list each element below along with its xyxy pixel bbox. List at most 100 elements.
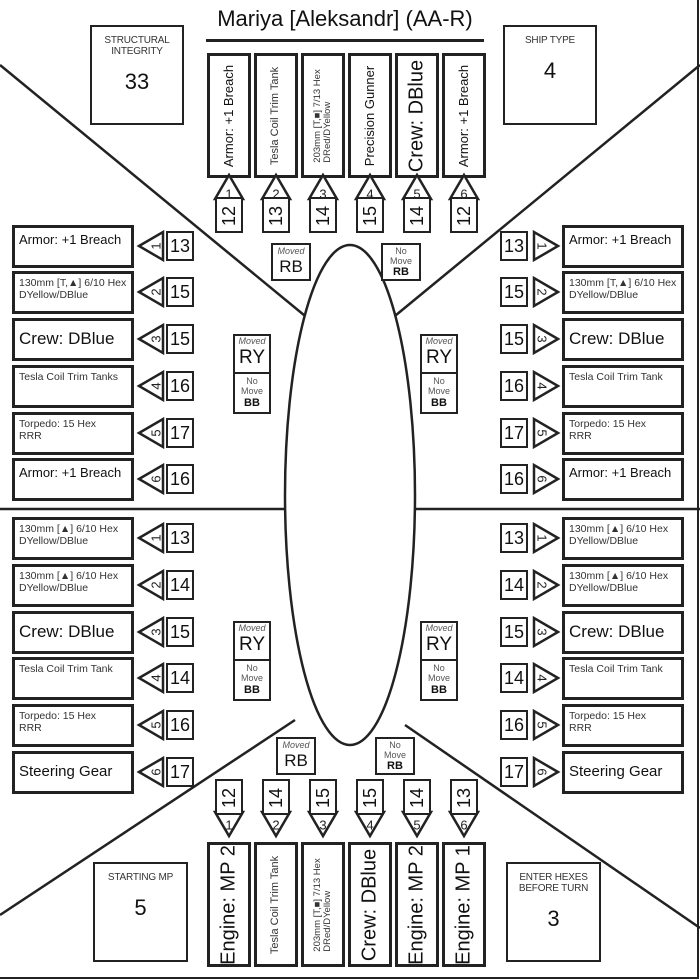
stern-roll-box-3[interactable]: 15 [309, 779, 337, 815]
starboard_fore-system-box-1[interactable]: Armor: +1 Breach [562, 225, 684, 268]
starboard_fore-system-box-4[interactable]: Tesla Coil Trim Tank [562, 365, 684, 408]
title-underline [206, 39, 484, 42]
slot-number: 2 [148, 581, 163, 588]
slot-number: 2 [272, 186, 279, 201]
starboard_fore-roll-box-6[interactable]: 16 [500, 464, 528, 494]
port_fore-system-box-1[interactable]: Armor: +1 Breach [12, 225, 134, 268]
starboard_aft-roll-box-6[interactable]: 17 [500, 757, 528, 787]
stern-roll-box-2[interactable]: 14 [262, 779, 290, 815]
bow-system-box-2[interactable]: Tesla Coil Trim Tank [254, 53, 298, 178]
starboard_aft-system-box-3[interactable]: Crew: DBlue [562, 611, 684, 654]
pointer-triangle [532, 521, 561, 555]
port_aft-roll-box-2[interactable]: 14 [166, 570, 194, 600]
port_aft-system-box-3[interactable]: Crew: DBlue [12, 611, 134, 654]
starboard_fore-roll-box-2[interactable]: 15 [500, 277, 528, 307]
bow-system-box-6[interactable]: Armor: +1 Breach [442, 53, 486, 178]
port_aft-roll-box-4[interactable]: 14 [166, 663, 194, 693]
port_fore-system-box-4[interactable]: Tesla Coil Trim Tanks [12, 365, 134, 408]
stern-system-box-6[interactable]: Engine: MP 1 [442, 842, 486, 967]
slot-number: 5 [148, 429, 163, 436]
port_aft-roll-box-5[interactable]: 16 [166, 710, 194, 740]
bow-system-label-4: Precision Gunner [362, 65, 378, 166]
bow-roll-box-3[interactable]: 14 [309, 197, 337, 233]
bow-roll-box-6[interactable]: 12 [450, 197, 478, 233]
bow-roll-box-5[interactable]: 14 [403, 197, 431, 233]
starboard_aft-roll-box-2[interactable]: 14 [500, 570, 528, 600]
starboard_fore-system-box-3[interactable]: Crew: DBlue [562, 318, 684, 361]
starboard_aft-system-box-4[interactable]: Tesla Coil Trim Tank [562, 657, 684, 700]
bow-system-box-5[interactable]: Crew: DBlue [395, 53, 439, 178]
starboard_aft-roll-box-3[interactable]: 15 [500, 617, 528, 647]
stern-system-box-5[interactable]: Engine: MP 2 [395, 842, 439, 967]
bow-system-box-1[interactable]: Armor: +1 Breach [207, 53, 251, 178]
starboard_fore-roll-box-3[interactable]: 15 [500, 324, 528, 354]
starboard_fore-slot-pointer-5: 5 [532, 416, 561, 450]
starboard_aft-roll-box-4[interactable]: 14 [500, 663, 528, 693]
starboard_fore-roll-box-5[interactable]: 17 [500, 418, 528, 448]
stern-system-box-2[interactable]: Tesla Coil Trim Tank [254, 842, 298, 967]
bow-system-box-4[interactable]: Precision Gunner [348, 53, 392, 178]
bow-roll-box-4[interactable]: 15 [356, 197, 384, 233]
port_aft-roll-box-6[interactable]: 17 [166, 757, 194, 787]
starboard_aft-roll-box-5[interactable]: 16 [500, 710, 528, 740]
port_aft-system-box-4[interactable]: Tesla Coil Trim Tank [12, 657, 134, 700]
starboard_aft-roll-box-1[interactable]: 13 [500, 523, 528, 553]
stern-roll-box-6[interactable]: 13 [450, 779, 478, 815]
port_aft-system-box-6[interactable]: Steering Gear [12, 751, 134, 794]
stern-system-box-1[interactable]: Engine: MP 2 [207, 842, 251, 967]
stern-roll-box-5[interactable]: 14 [403, 779, 431, 815]
port_fore-slot-pointer-6: 6 [136, 462, 165, 496]
bow-roll-value-5: 14 [407, 205, 427, 227]
port_aft-roll-box-1[interactable]: 13 [166, 523, 194, 553]
port_fore-system-box-6[interactable]: Armor: +1 Breach [12, 458, 134, 501]
ship-type-value[interactable]: 4 [543, 58, 557, 83]
structural-integrity-value[interactable]: 33 [124, 69, 150, 94]
starboard_aft-system-box-6[interactable]: Steering Gear [562, 751, 684, 794]
starboard_fore-roll-box-1[interactable]: 13 [500, 231, 528, 261]
starboard_fore-system-box-6[interactable]: Armor: +1 Breach [562, 458, 684, 501]
starting-mp-value[interactable]: 5 [134, 895, 147, 920]
port_fore-system-box-3[interactable]: Crew: DBlue [12, 318, 134, 361]
port_fore-roll-box-2[interactable]: 15 [166, 277, 194, 307]
port_fore-roll-box-5[interactable]: 17 [166, 418, 194, 448]
port_fore-system-label-6: Armor: +1 Breach [19, 465, 122, 480]
port_fore-roll-box-1[interactable]: 13 [166, 231, 194, 261]
port_aft-roll-box-3[interactable]: 15 [166, 617, 194, 647]
port_fore-roll-box-3[interactable]: 15 [166, 324, 194, 354]
starboard_fore-roll-box-4[interactable]: 16 [500, 371, 528, 401]
port_fore-roll-box-4[interactable]: 16 [166, 371, 194, 401]
enter-hexes-value[interactable]: 3 [547, 906, 560, 931]
bow-roll-box-2[interactable]: 13 [262, 197, 290, 233]
stern-roll-box-1[interactable]: 12 [215, 779, 243, 815]
bow-roll-box-1[interactable]: 12 [215, 197, 243, 233]
stern-system-box-4[interactable]: Crew: DBlue [348, 842, 392, 967]
pointer-triangle [136, 416, 165, 450]
stern-roll-box-4[interactable]: 15 [356, 779, 384, 815]
port_fore-roll-box-6[interactable]: 16 [166, 464, 194, 494]
starboard_aft-slot-pointer-2: 2 [532, 568, 561, 602]
